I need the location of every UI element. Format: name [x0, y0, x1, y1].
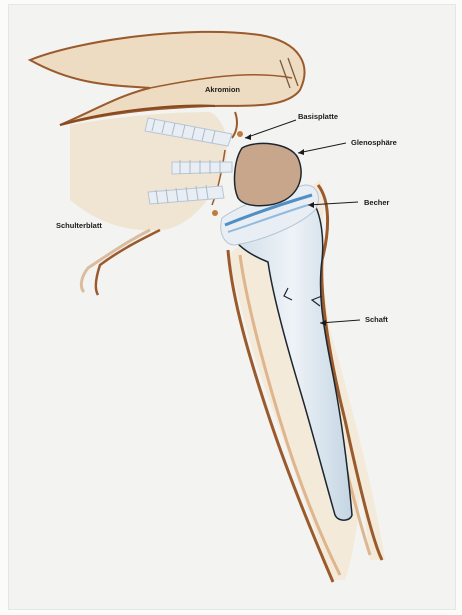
label-basisplatte: Basisplatte — [298, 113, 338, 121]
label-becher: Becher — [364, 199, 389, 207]
screw-middle — [172, 160, 232, 174]
label-schulterblatt: Schulterblatt — [56, 222, 102, 230]
glenosphere — [235, 143, 302, 205]
label-glenosphaere: Glenosphäre — [351, 139, 397, 147]
acromion — [30, 32, 304, 125]
label-schaft: Schaft — [365, 316, 388, 324]
label-akromion: Akromion — [205, 86, 240, 94]
